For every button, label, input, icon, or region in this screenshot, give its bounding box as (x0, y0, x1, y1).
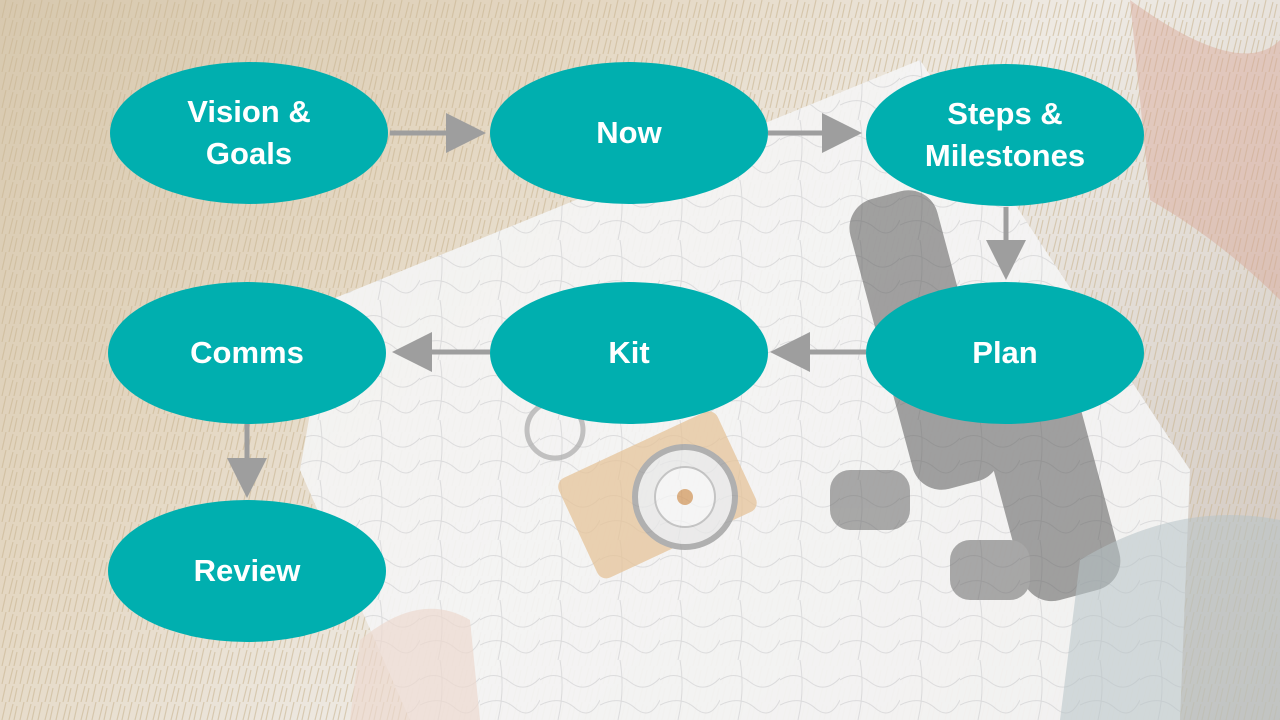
node-comms-label: Comms (190, 335, 304, 370)
node-vision-goals-line1: Vision & (187, 94, 311, 129)
node-steps-milestones: Steps & Milestones (866, 64, 1144, 206)
node-vision-goals-line2: Goals (205, 136, 293, 171)
node-kit: Kit (490, 282, 768, 424)
node-steps-milestones-line2: Milestones (924, 138, 1086, 173)
compass-graphic (524, 399, 757, 579)
node-steps-milestones-line1: Steps & (947, 96, 1063, 131)
node-kit-label: Kit (608, 335, 650, 370)
node-now: Now (490, 62, 768, 204)
node-vision-goals: Vision & Goals (110, 62, 388, 204)
node-review: Review (108, 500, 386, 642)
node-plan-label: Plan (972, 335, 1038, 370)
node-review-label: Review (193, 553, 301, 588)
node-plan: Plan (866, 282, 1144, 424)
node-now-label: Now (596, 115, 662, 150)
node-comms: Comms (108, 282, 386, 424)
